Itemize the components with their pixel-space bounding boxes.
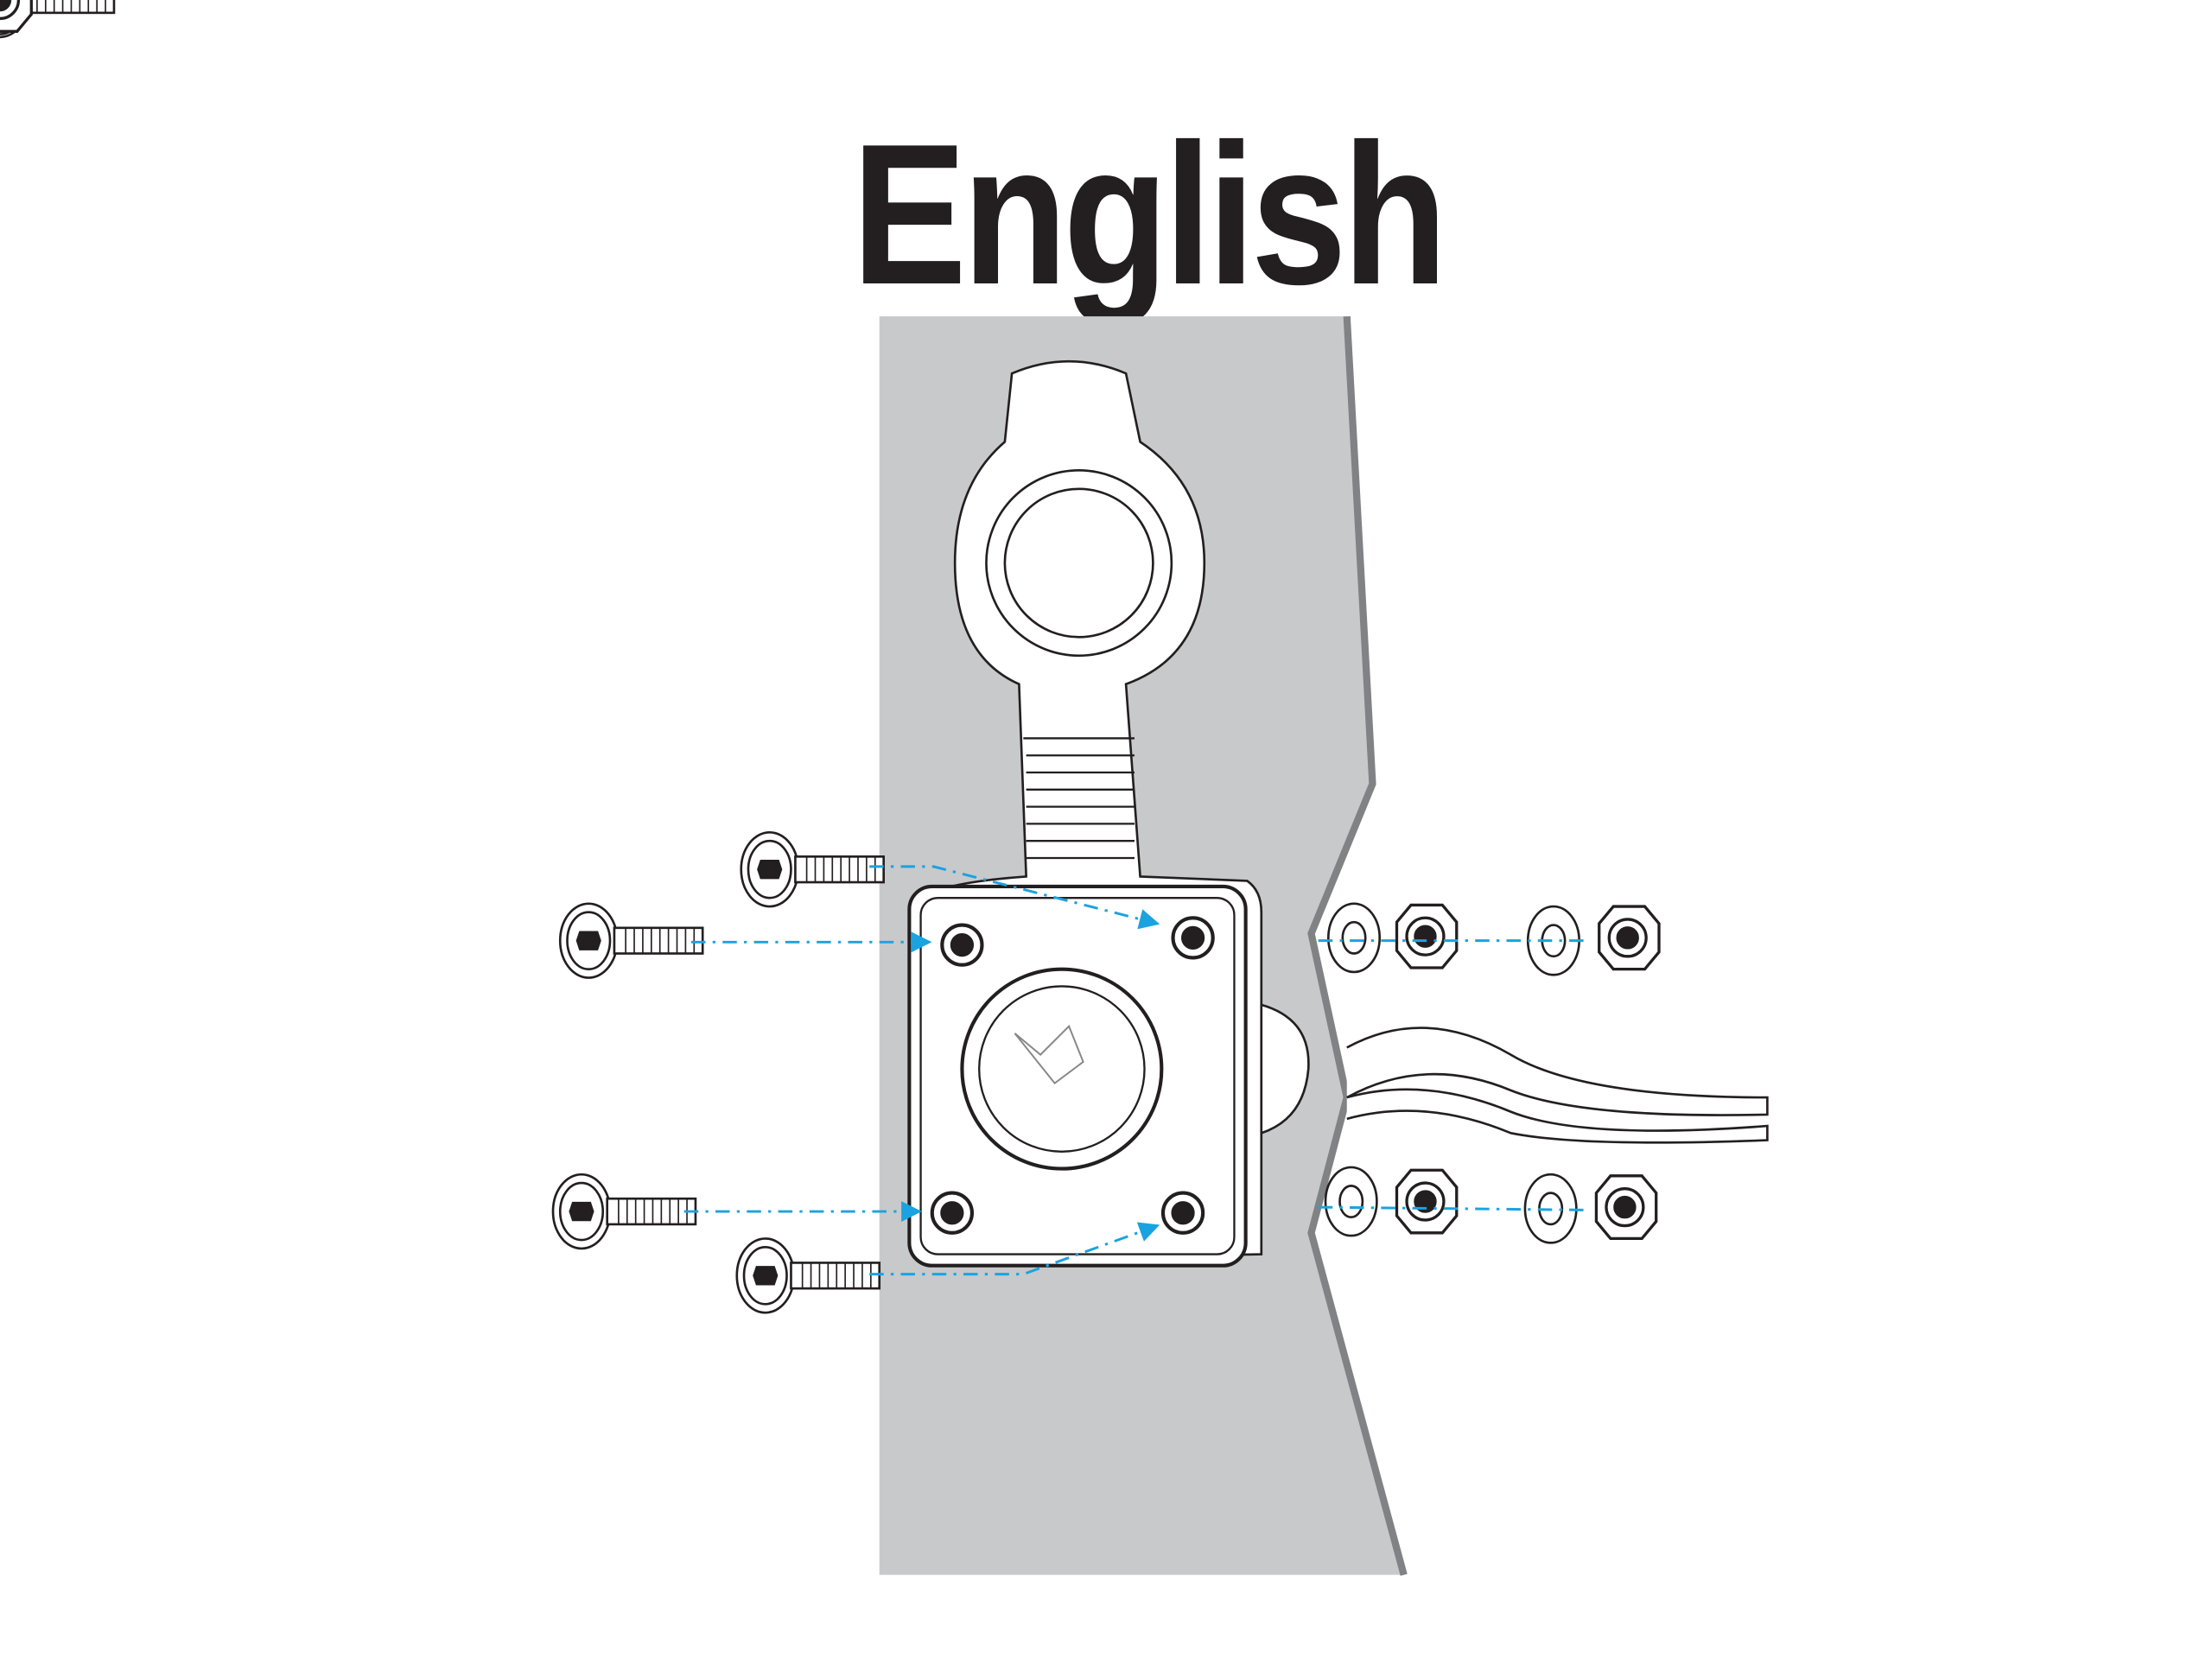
cable xyxy=(1260,1003,1769,1144)
bolt-top-left xyxy=(558,902,704,979)
panel-edge xyxy=(1307,315,1408,1576)
lock-nut xyxy=(0,0,33,33)
language-heading: English xyxy=(851,103,1448,327)
bolt-top-right xyxy=(740,830,886,908)
bolt-bottom-left xyxy=(551,1173,697,1250)
socket-plate xyxy=(907,884,1248,1268)
bolt-bottom-right xyxy=(735,1237,881,1314)
assembly-arrows xyxy=(683,865,1590,1276)
